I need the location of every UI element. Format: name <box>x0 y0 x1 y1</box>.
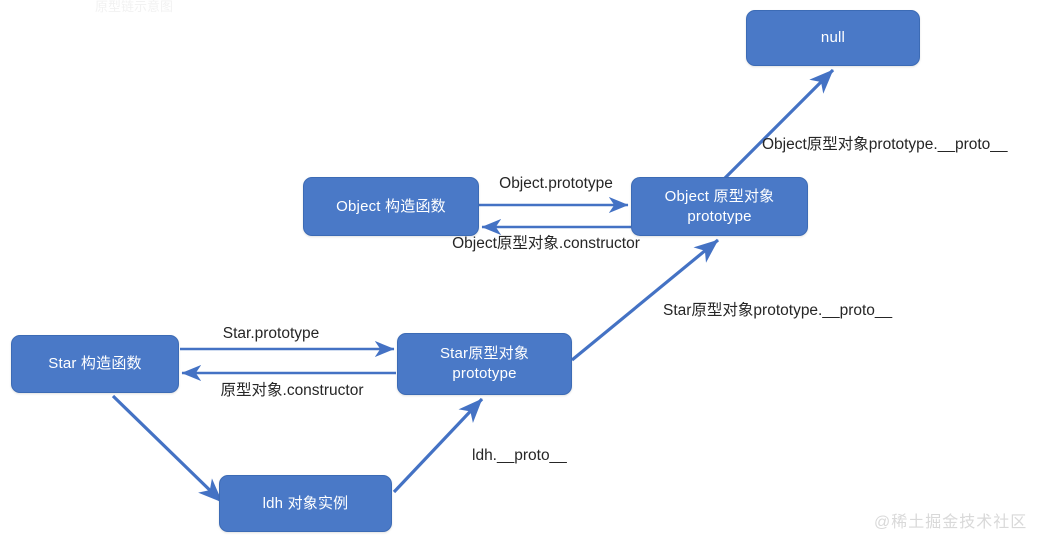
node-object-prototype-line-0: Object 原型对象 <box>664 187 775 205</box>
node-ldh-instance[interactable]: ldh 对象实例 <box>219 475 392 532</box>
node-object-constructor-line-0: Object 构造函数 <box>336 197 446 215</box>
node-null-line-0: null <box>820 29 846 47</box>
node-object-prototype-line-1: prototype <box>687 207 752 225</box>
connector-ldh-proto <box>392 397 484 494</box>
node-star-constructor-line-0: Star 构造函数 <box>48 355 142 373</box>
watermark-text: @稀土掘金技术社区 <box>874 514 1028 531</box>
node-ldh-instance-line-0: ldh 对象实例 <box>262 494 349 512</box>
edge-label-star-prototype: Star.prototype <box>222 325 320 342</box>
edge-label-ldh-proto: ldh.__proto__ <box>472 447 567 464</box>
node-star-constructor[interactable]: Star 构造函数 <box>11 335 179 393</box>
connector-star-proto-proto <box>570 238 720 362</box>
cropped-heading-text: 原型链示意图 <box>95 0 174 14</box>
node-star-prototype-line-0: Star原型对象 <box>439 345 530 363</box>
node-star-prototype-line-1: prototype <box>452 365 517 382</box>
edge-label-object-prototype: Object.prototype <box>499 175 613 192</box>
node-null[interactable]: null <box>746 10 920 66</box>
connector-object-proto-proto <box>721 68 835 182</box>
edge-label-star-proto-constructor: 原型对象.constructor <box>220 382 364 399</box>
edge-label-star-proto-proto: Star原型对象prototype.__proto__ <box>663 302 893 319</box>
edge-label-object-proto-proto: Object原型对象prototype.__proto__ <box>762 136 1008 153</box>
node-object-constructor[interactable]: Object 构造函数 <box>303 177 479 236</box>
node-star-prototype[interactable]: Star原型对象 prototype <box>397 333 572 395</box>
edge-label-object-proto-constructor: Object原型对象.constructor <box>452 235 640 252</box>
node-object-prototype[interactable]: Object 原型对象 prototype <box>631 177 808 236</box>
connector-star-ctor-instance <box>111 394 224 504</box>
